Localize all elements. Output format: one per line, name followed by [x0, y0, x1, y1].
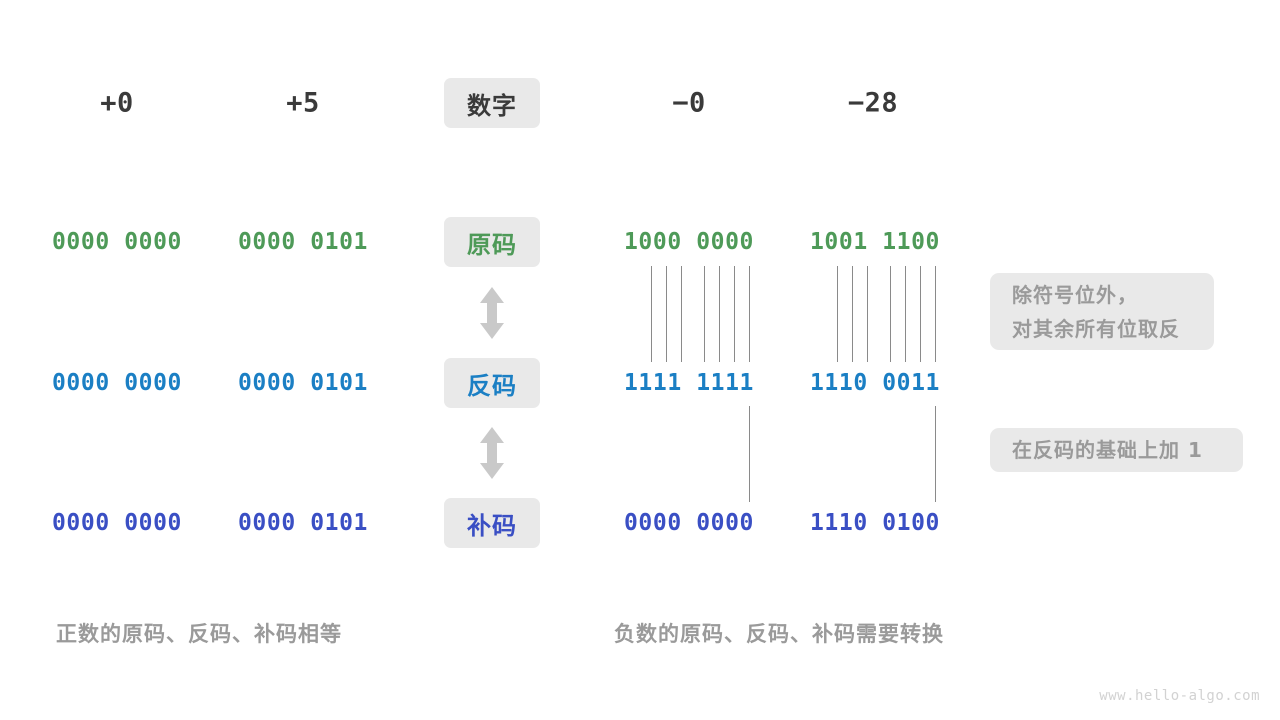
ones-complement-pos-zero: 0000 0000	[51, 370, 183, 396]
bit-connector	[749, 406, 750, 502]
bit-connector	[681, 266, 682, 362]
bit-connector	[852, 266, 853, 362]
twos-complement-neg-zero: 0000 0000	[623, 510, 755, 536]
bit-connector	[666, 266, 667, 362]
caption-positive: 正数的原码、反码、补码相等	[56, 622, 342, 646]
row-label-number: 数字	[444, 78, 540, 128]
sign-magnitude-neg-zero: 1000 0000	[623, 229, 755, 255]
ones-complement-neg-twentyeight: 1110 0011	[809, 370, 941, 396]
bit-connector	[651, 266, 652, 362]
twos-complement-pos-zero: 0000 0000	[51, 510, 183, 536]
bit-connector	[749, 266, 750, 362]
bit-connector	[734, 266, 735, 362]
note-invert-bits: 除符号位外， 对其余所有位取反	[990, 273, 1214, 350]
caption-negative: 负数的原码、反码、补码需要转换	[614, 622, 944, 646]
row-label-ones-complement: 反码	[444, 358, 540, 408]
bit-connector	[935, 406, 936, 502]
bit-connector	[837, 266, 838, 362]
row-label-sign-magnitude: 原码	[444, 217, 540, 267]
bit-connector	[890, 266, 891, 362]
up-down-arrow-icon	[475, 285, 509, 341]
header-value-pos-five: +5	[286, 87, 320, 119]
ones-complement-pos-five: 0000 0101	[237, 370, 369, 396]
note-add-one-text: 在反码的基础上加 1	[1012, 438, 1203, 462]
bit-connector	[704, 266, 705, 362]
watermark: www.hello-algo.com	[1099, 688, 1260, 704]
up-down-arrow-icon	[475, 425, 509, 481]
twos-complement-pos-five: 0000 0101	[237, 510, 369, 536]
row-label-twos-complement: 补码	[444, 498, 540, 548]
header-value-pos-zero: +0	[100, 87, 134, 119]
bit-connector	[867, 266, 868, 362]
note-invert-bits-line2: 对其余所有位取反	[1012, 316, 1180, 341]
sign-magnitude-pos-five: 0000 0101	[237, 229, 369, 255]
header-value-neg-twentyeight: −28	[847, 87, 899, 119]
ones-complement-neg-zero: 1111 1111	[623, 370, 755, 396]
twos-complement-neg-twentyeight: 1110 0100	[809, 510, 941, 536]
bit-connector	[920, 266, 921, 362]
sign-magnitude-pos-zero: 0000 0000	[51, 229, 183, 255]
note-invert-bits-line1: 除符号位外，	[1012, 282, 1138, 307]
sign-magnitude-neg-twentyeight: 1001 1100	[809, 229, 941, 255]
bit-connector	[905, 266, 906, 362]
header-value-neg-zero: −0	[672, 87, 706, 119]
bit-connector	[935, 266, 936, 362]
bit-connector	[719, 266, 720, 362]
note-add-one: 在反码的基础上加 1	[990, 428, 1243, 472]
